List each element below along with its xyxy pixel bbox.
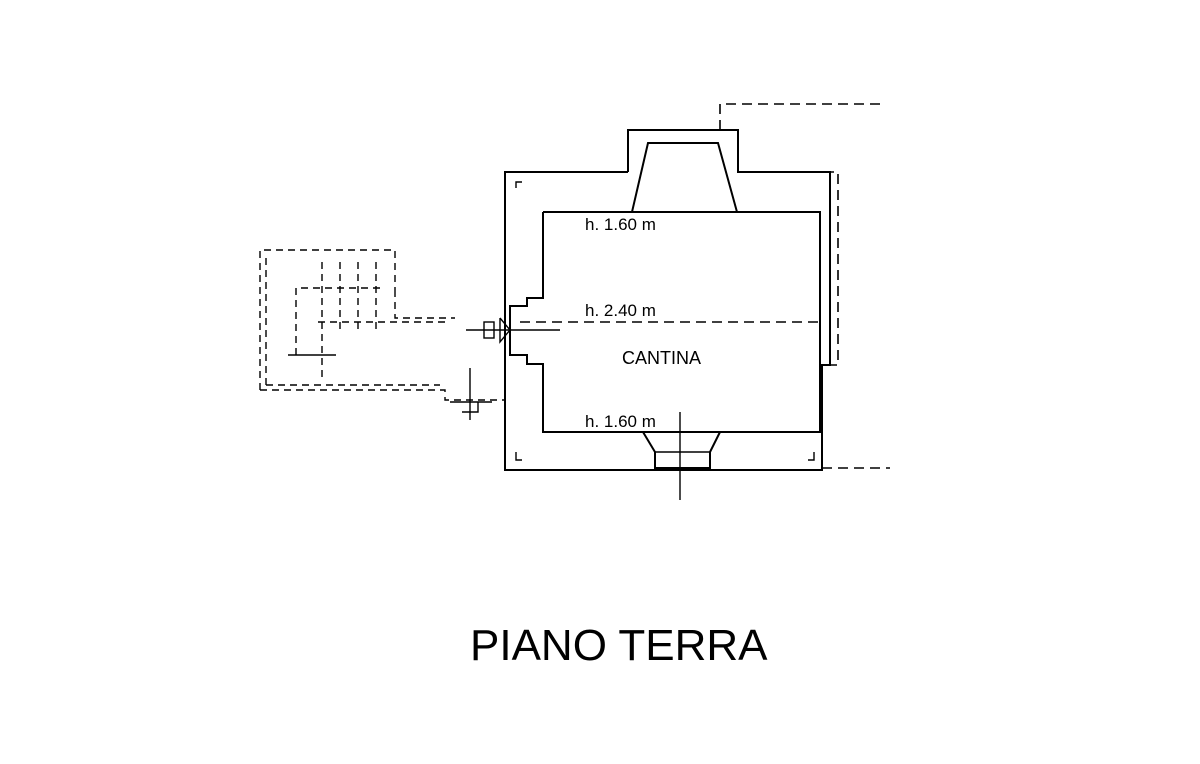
room-name: CANTINA [622,348,701,368]
wall-opening-symbol [483,317,511,344]
height-label-top: h. 1.60 m [585,215,656,234]
adjacent-structure-dashed [719,103,890,469]
external-stair-dashed [259,249,505,420]
height-label-middle: h. 2.40 m [585,301,656,320]
floor-title: PIANO TERRA [470,621,768,670]
outer-wall [504,129,831,471]
inner-room-wall [509,142,821,469]
height-label-bottom: h. 1.60 m [585,412,656,431]
